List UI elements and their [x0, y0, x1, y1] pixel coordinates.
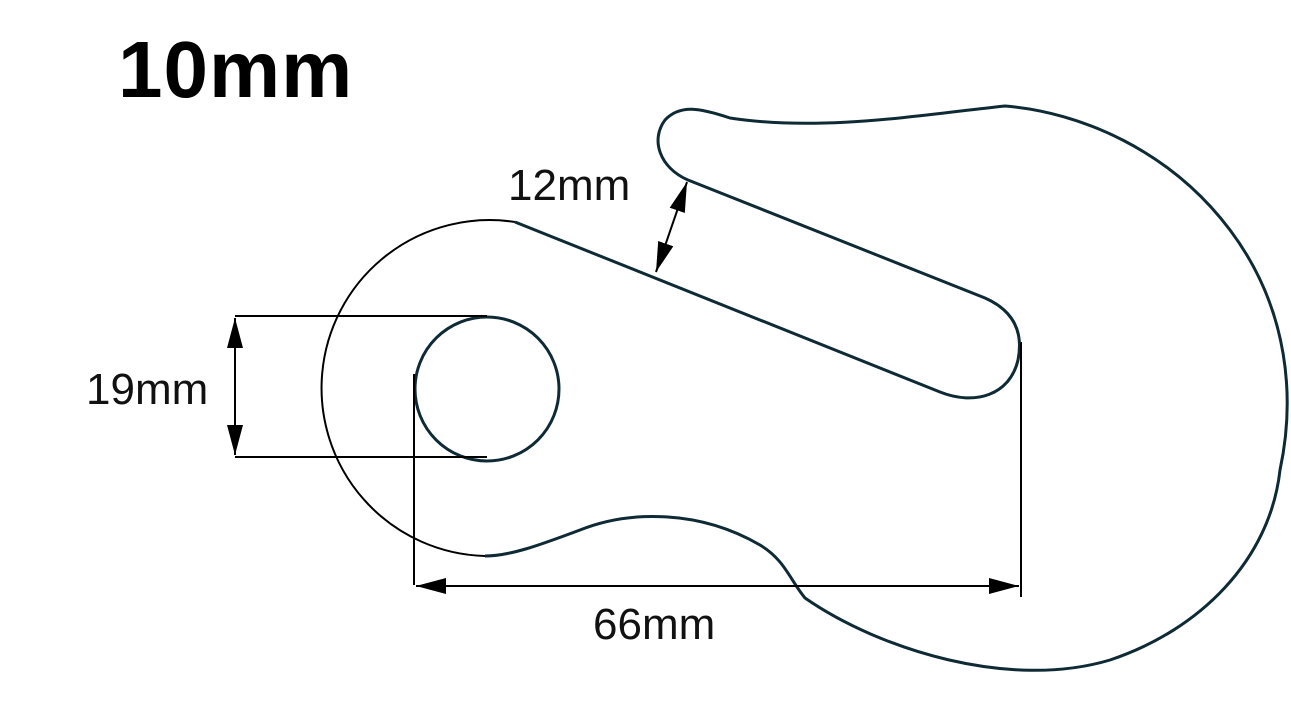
slot-width-label: 12mm — [508, 161, 631, 210]
hole-diameter-label: 19mm — [86, 365, 209, 414]
eye-outer-arc — [320, 219, 516, 557]
slot-width-dimension-line — [655, 181, 688, 273]
eye-hole — [413, 315, 561, 463]
hook-body-outline — [484, 104, 1289, 672]
thickness-title: 10mm — [118, 25, 354, 114]
length-label: 66mm — [593, 600, 716, 649]
